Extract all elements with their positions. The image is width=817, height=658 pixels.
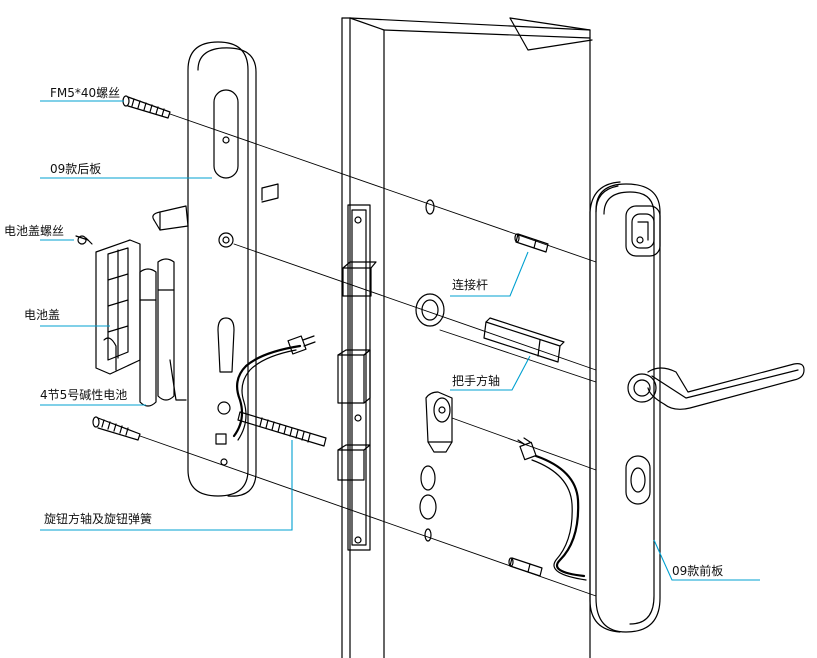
cylinder: [425, 391, 453, 453]
back-handle: [152, 183, 279, 401]
battery-cover: [95, 239, 141, 375]
label-battery-cover-screw: 电池盖螺丝: [4, 224, 65, 238]
keyhole-cover: [625, 455, 651, 505]
leader-front-panel: [653, 539, 760, 581]
label-front-panel: 09款前板: [672, 564, 724, 578]
door-slab: [341, 17, 593, 658]
front-cable: [531, 454, 587, 581]
mortise-lock-body: [337, 204, 377, 551]
label-back-panel: 09款后板: [50, 162, 102, 176]
back-cable: [232, 344, 302, 441]
handle-spindle: [483, 317, 565, 363]
front-lever-handle: [647, 363, 805, 410]
label-battery-cover: 电池盖: [24, 308, 61, 322]
leader-connecting-rod: [450, 251, 529, 297]
leader-rotary-spindle: [40, 440, 293, 531]
back-connector: [287, 335, 316, 355]
fingerprint-sensor: [625, 205, 661, 257]
label-rotary-spindle: 旋钮方轴及旋钮弹簧: [44, 512, 153, 526]
alignment-lines: [139, 113, 597, 597]
back-panel: [187, 41, 257, 497]
door-holes: [415, 199, 445, 542]
handle-escutcheon: [627, 373, 657, 403]
rotary-spindle-spring: [237, 411, 327, 447]
screw-top: [122, 95, 171, 119]
label-screw-long: FM5*40螺丝: [50, 86, 121, 100]
leader-handle-spindle: [450, 355, 531, 391]
screw-bottom: [92, 416, 141, 441]
label-handle-spindle: 把手方轴: [452, 374, 501, 388]
label-batteries: 4节5号碱性电池: [40, 388, 128, 402]
battery-cover-screw: [75, 235, 93, 245]
batteries: [139, 258, 175, 407]
connecting-rod-top: [514, 233, 549, 253]
front-panel: [589, 181, 661, 633]
label-connecting-rod: 连接杆: [452, 278, 489, 292]
front-connector: [517, 437, 537, 461]
